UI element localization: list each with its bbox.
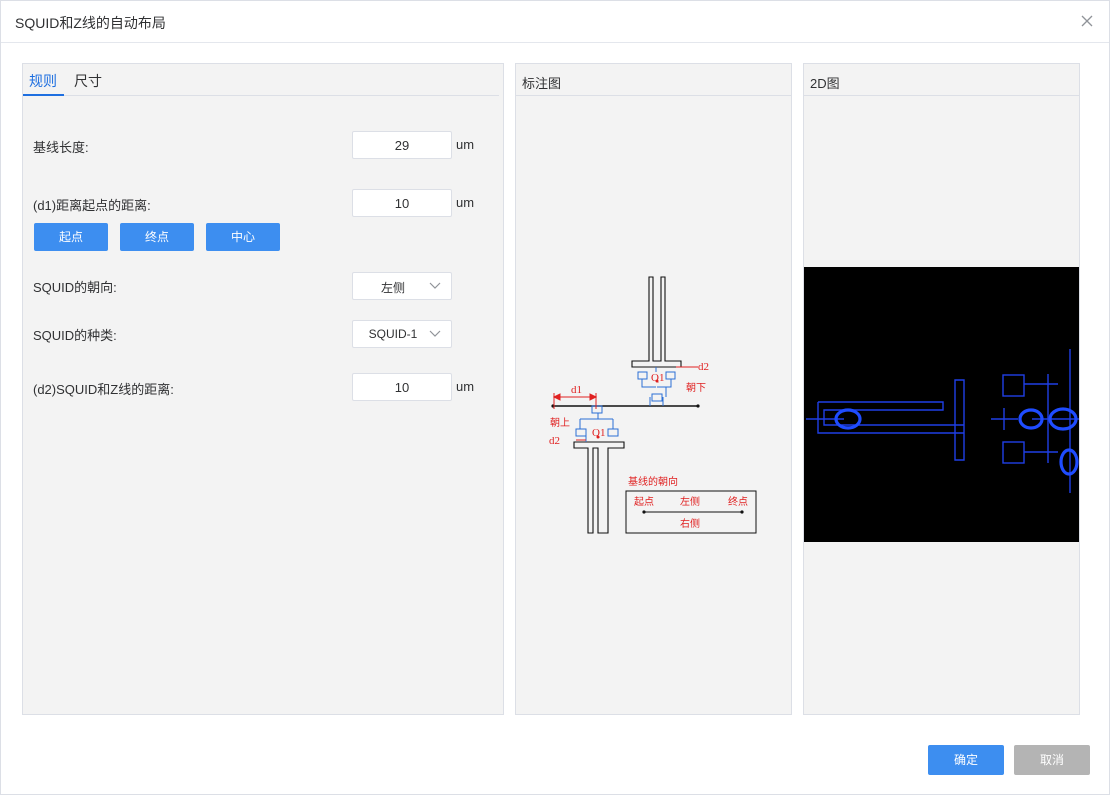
label-end: 终点 bbox=[728, 495, 748, 508]
label-down: 朝下 bbox=[686, 382, 706, 394]
annotation-diagram: d2 Q1 d1 Q1 d2 朝下 朝上 基线的朝向 起点 左侧 终点 右侧 bbox=[549, 276, 757, 534]
label-d2-bottom: d2 bbox=[549, 435, 560, 447]
preview-2d-panel: 2D图 bbox=[803, 63, 1080, 715]
squid-type-value: SQUID-1 bbox=[368, 327, 418, 341]
label-d1: d1 bbox=[571, 384, 582, 396]
preview-2d-drawing bbox=[806, 349, 1079, 493]
d2-distance-input[interactable] bbox=[352, 373, 452, 401]
squid-direction-value: 左侧 bbox=[380, 281, 405, 295]
baseline-end-dot bbox=[696, 404, 700, 408]
center-button[interactable]: 中心 bbox=[206, 223, 280, 251]
baseline-length-input[interactable] bbox=[352, 131, 452, 159]
baseline-length-label: 基线长度: bbox=[33, 140, 89, 155]
label-q1-bottom: Q1 bbox=[592, 427, 605, 439]
chevron-down-icon bbox=[429, 282, 441, 289]
end-point-button[interactable]: 终点 bbox=[120, 223, 194, 251]
label-right: 右侧 bbox=[680, 517, 700, 530]
dialog-title: SQUID和Z线的自动布局 bbox=[15, 15, 166, 31]
baseline-length-unit: um bbox=[456, 137, 475, 152]
label-baseline-direction: 基线的朝向 bbox=[628, 475, 678, 488]
label-start: 起点 bbox=[634, 496, 654, 508]
annotation-panel-header: 标注图 bbox=[516, 64, 791, 96]
squid-type-select[interactable]: SQUID-1 bbox=[352, 320, 452, 348]
cancel-button[interactable]: 取消 bbox=[1014, 745, 1090, 775]
squid-direction-select[interactable]: 左侧 bbox=[352, 272, 452, 300]
annotation-panel: 标注图 bbox=[515, 63, 792, 715]
squid-type-label: SQUID的种类: bbox=[33, 328, 117, 343]
tab-bar: 规则 尺寸 bbox=[23, 64, 499, 96]
d1-distance-input[interactable] bbox=[352, 189, 452, 217]
label-left: 左侧 bbox=[680, 495, 700, 508]
close-icon[interactable] bbox=[1077, 11, 1097, 31]
label-d2-top: d2 bbox=[698, 361, 709, 373]
confirm-button[interactable]: 确定 bbox=[928, 745, 1004, 775]
preview-2d-panel-title: 2D图 bbox=[810, 76, 840, 91]
d1-distance-label: (d1)距离起点的距离: bbox=[33, 198, 151, 213]
squid-direction-label: SQUID的朝向: bbox=[33, 280, 117, 295]
chevron-down-icon bbox=[429, 330, 441, 337]
dialog-titlebar: SQUID和Z线的自动布局 bbox=[1, 1, 1109, 43]
tab-size[interactable]: 尺寸 bbox=[74, 73, 102, 89]
rules-panel: 规则 尺寸 基线长度: um (d1)距离起点的距离: um 起点 终点 中心 … bbox=[22, 63, 504, 715]
d2-distance-unit: um bbox=[456, 379, 475, 394]
label-up: 朝上 bbox=[550, 417, 570, 429]
tab-rules[interactable]: 规则 bbox=[23, 71, 64, 96]
annotation-panel-title: 标注图 bbox=[522, 76, 562, 91]
d2-distance-label: (d2)SQUID和Z线的距离: bbox=[33, 382, 174, 397]
start-point-button[interactable]: 起点 bbox=[34, 223, 108, 251]
preview-2d-canvas[interactable] bbox=[804, 267, 1079, 542]
preview-2d-panel-header: 2D图 bbox=[804, 64, 1079, 96]
d1-distance-unit: um bbox=[456, 195, 475, 210]
label-q1-top: Q1 bbox=[651, 372, 664, 384]
